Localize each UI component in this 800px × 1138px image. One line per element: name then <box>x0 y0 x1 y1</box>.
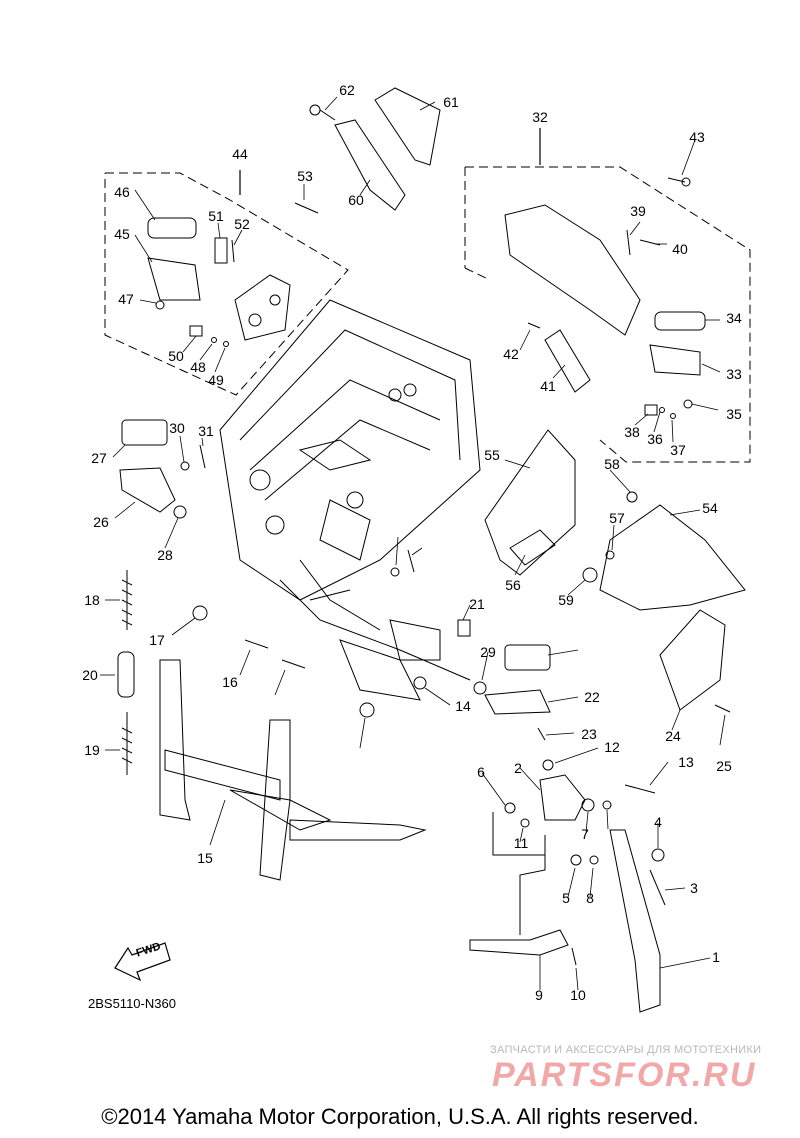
callout-37: 37 <box>670 442 686 458</box>
callout-44: 44 <box>232 146 248 162</box>
callout-42: 42 <box>503 346 519 362</box>
callout-21: 21 <box>469 596 485 612</box>
callout-17: 17 <box>149 632 165 648</box>
callout-33: 33 <box>726 366 742 382</box>
callout-55: 55 <box>484 447 500 463</box>
callout-39: 39 <box>630 203 646 219</box>
callout-59: 59 <box>558 592 574 608</box>
callout-11: 11 <box>513 835 529 851</box>
callout-28: 28 <box>157 547 173 563</box>
callout-14: 14 <box>455 698 471 714</box>
callout-24: 24 <box>665 728 681 744</box>
callout-47: 47 <box>118 291 134 307</box>
callout-3: 3 <box>690 880 698 896</box>
callout-30: 30 <box>169 420 185 436</box>
callout-50: 50 <box>168 348 184 364</box>
callout-56: 56 <box>505 577 521 593</box>
main-frame <box>219 299 481 701</box>
callout-52: 52 <box>234 216 250 232</box>
callout-29: 29 <box>480 644 496 660</box>
callout-5: 5 <box>562 890 570 906</box>
callout-27: 27 <box>91 450 107 466</box>
callout-13: 13 <box>678 754 694 770</box>
watermark-tagline: ЗАПЧАСТИ И АКСЕССУАРЫ ДЛЯ МОТОТЕХНИКИ <box>490 1044 762 1056</box>
callout-40: 40 <box>672 241 688 257</box>
callout-48: 48 <box>190 359 206 375</box>
callout-2: 2 <box>514 760 522 776</box>
callout-7: 7 <box>581 826 589 842</box>
callout-43: 43 <box>689 129 705 145</box>
callout-61: 61 <box>443 94 459 110</box>
callout-38: 38 <box>624 424 640 440</box>
watermark-logo: PARTSFOR.RU <box>492 1056 757 1094</box>
callout-10: 10 <box>570 987 586 1003</box>
callout-26: 26 <box>93 514 109 530</box>
callout-18: 18 <box>84 592 100 608</box>
callout-60: 60 <box>348 192 364 208</box>
callout-45: 45 <box>114 226 130 242</box>
leader-lines <box>100 96 726 991</box>
group-box-32 <box>464 166 751 463</box>
callout-53: 53 <box>297 168 313 184</box>
diagram-code: 2BS5110-N360 <box>88 996 176 1011</box>
callout-34: 34 <box>726 310 742 326</box>
callout-4: 4 <box>654 814 662 830</box>
callout-32: 32 <box>532 109 548 125</box>
callout-1: 1 <box>712 949 720 965</box>
callout-9: 9 <box>535 987 543 1003</box>
callout-51: 51 <box>208 208 224 224</box>
callout-15: 15 <box>197 850 213 866</box>
fwd-arrow-icon <box>114 942 171 982</box>
callout-35: 35 <box>726 406 742 422</box>
callout-46: 46 <box>114 184 130 200</box>
callout-12: 12 <box>604 739 620 755</box>
callout-16: 16 <box>222 674 238 690</box>
callout-31: 31 <box>198 423 214 439</box>
callout-6: 6 <box>477 764 485 780</box>
callout-25: 25 <box>716 758 732 774</box>
callout-41: 41 <box>540 378 556 394</box>
callout-20: 20 <box>82 667 98 683</box>
copyright-notice: ©2014 Yamaha Motor Corporation, U.S.A. A… <box>101 1104 699 1129</box>
callout-54: 54 <box>702 500 718 516</box>
callout-8: 8 <box>586 890 594 906</box>
callout-36: 36 <box>647 431 663 447</box>
callout-62: 62 <box>339 82 355 98</box>
callout-22: 22 <box>584 689 600 705</box>
callout-19: 19 <box>84 742 100 758</box>
parts-outline <box>117 87 746 1013</box>
callout-49: 49 <box>208 372 224 388</box>
callout-23: 23 <box>581 726 597 742</box>
group-box-44 <box>104 172 349 396</box>
callout-57: 57 <box>609 510 625 526</box>
callout-58: 58 <box>604 456 620 472</box>
